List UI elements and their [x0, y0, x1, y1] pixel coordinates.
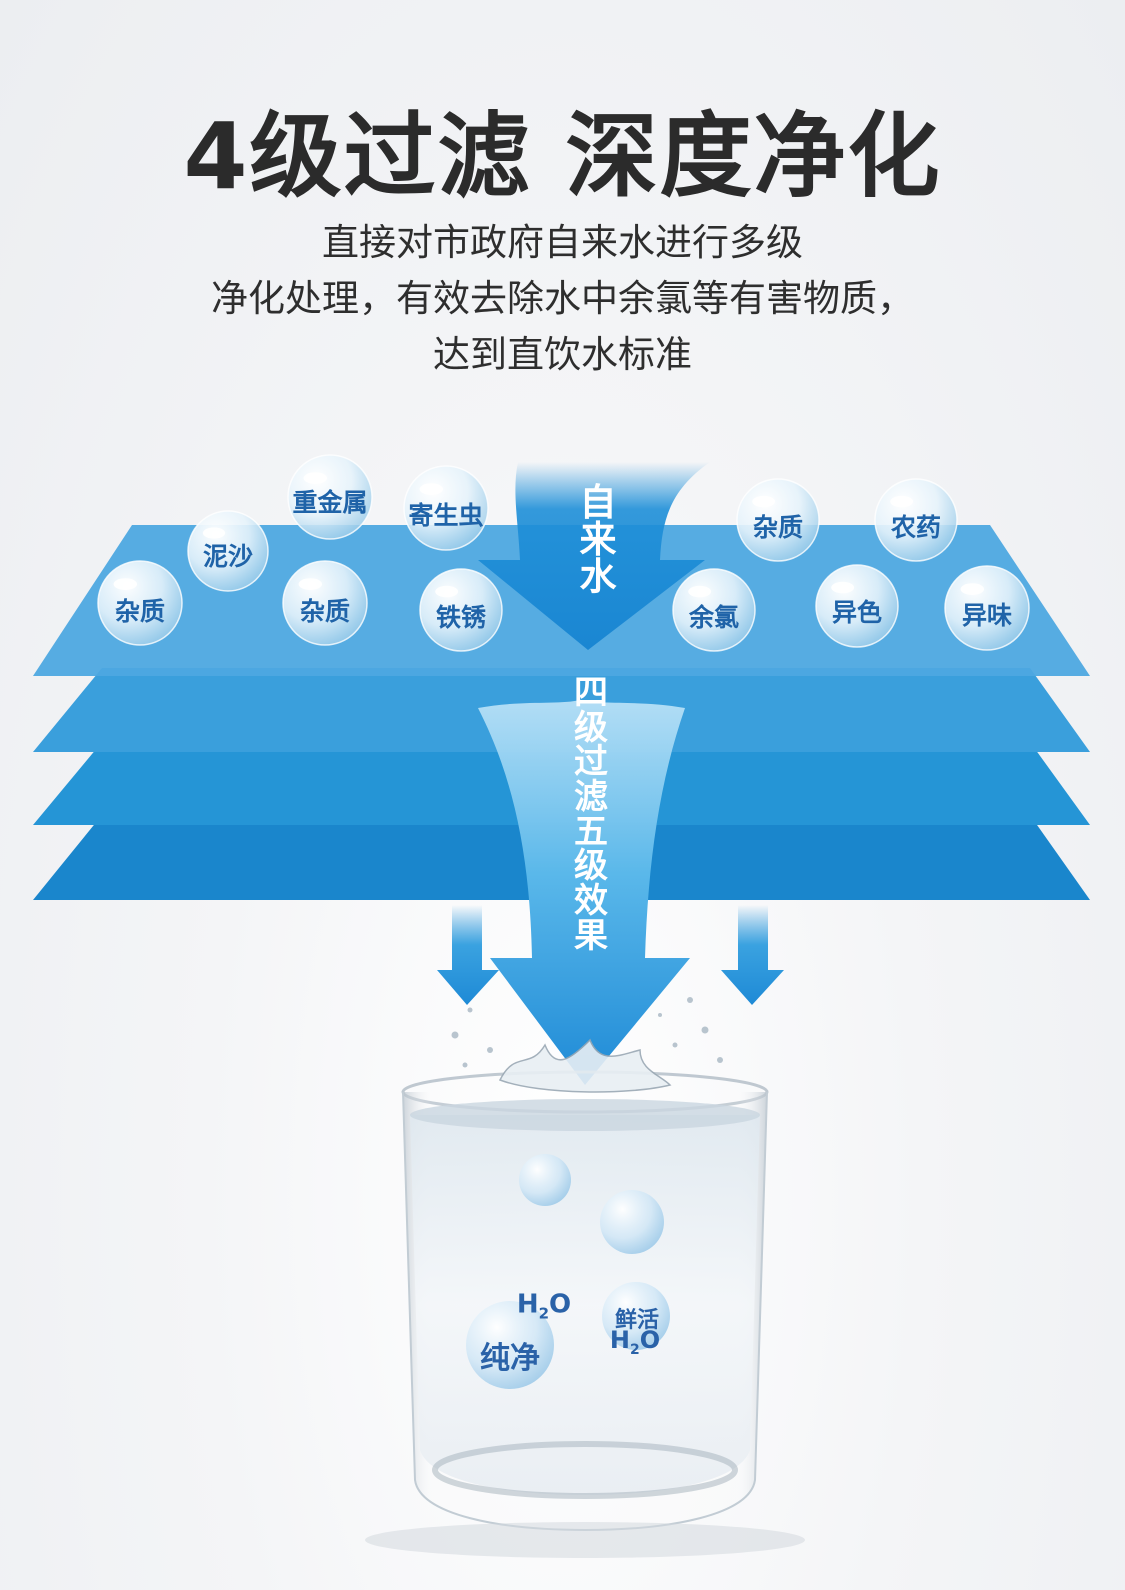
impurity-impurity-2: 杂质: [299, 597, 351, 626]
impurity-bubbles: [97, 454, 1030, 652]
left-side-arrow: [437, 905, 499, 1005]
impurity-pesticide: 农药: [890, 513, 942, 542]
top-arrow-char-3: 水: [579, 555, 617, 598]
bubble-highlight-6: [435, 585, 459, 598]
impurity-parasite: 寄生虫: [408, 501, 484, 530]
top-arrow-char-1: 自: [579, 481, 617, 524]
impurity-off-color: 异色: [831, 598, 883, 627]
impurity-off-odor: 异味: [961, 601, 1013, 630]
bubble-highlight-1: [303, 472, 328, 484]
right-side-arrow: [721, 905, 784, 1005]
impurity-impurity-3: 杂质: [752, 513, 804, 542]
bubble-highlight-8: [890, 495, 914, 508]
bubble-highlight-5: [298, 578, 323, 590]
top-arrow: [478, 462, 710, 650]
fresh-h2o-h: H: [609, 1326, 630, 1355]
description-line-3: 达到直饮水标准: [433, 333, 692, 376]
middle-arrow-char-6: 级: [574, 846, 608, 887]
bubble-highlight-3: [202, 527, 226, 539]
middle-arrow-label: 四 级 过 滤 五 级 效 果: [570, 676, 612, 953]
glass-bubble-1: [519, 1154, 571, 1206]
bubble-highlight-7: [752, 495, 776, 508]
glass-bubble-fresh: [602, 1282, 670, 1350]
description-line-1: 直接对市政府自来水进行多级: [322, 221, 803, 264]
middle-arrow: [478, 700, 690, 1085]
bubble-highlight-4: [113, 578, 138, 590]
h2o-h: H: [516, 1289, 539, 1320]
middle-arrow-char-1: 四: [574, 673, 608, 713]
bubble-highlight-11: [960, 583, 985, 595]
middle-arrow-char-8: 果: [574, 915, 608, 956]
middle-arrow-char-3: 过: [574, 742, 608, 783]
fresh-h2o-sub: 2: [629, 1341, 640, 1358]
impurity-rust: 铁锈: [435, 603, 487, 632]
top-arrow-label: 自 来 水: [573, 484, 623, 595]
impurity-heavy-metal: 重金属: [292, 488, 368, 517]
middle-arrow-char-5: 五: [574, 811, 608, 852]
impurity-sediment: 泥沙: [202, 542, 254, 571]
middle-arrow-char-7: 效: [574, 881, 608, 922]
page-title: 4级过滤 深度净化: [183, 103, 942, 210]
h2o-label: H2O: [517, 1289, 571, 1322]
fresh-label: 鲜活: [614, 1308, 660, 1333]
impurity-impurity-1: 杂质: [114, 597, 166, 626]
bubble-highlight-9: [688, 585, 712, 598]
water-glass: [365, 997, 805, 1558]
impurity-residual-chlorine: 余氯: [688, 603, 740, 632]
top-arrow-char-2: 来: [579, 518, 617, 561]
description-line-2: 净化处理，有效去除水中余氯等有害物质，: [211, 277, 914, 320]
middle-arrow-char-2: 级: [574, 707, 608, 748]
h2o-sub: 2: [538, 1304, 550, 1323]
bubble-highlight-10: [831, 581, 855, 594]
pure-label: 纯净: [480, 1341, 540, 1376]
glass-bubble-2: [600, 1190, 664, 1254]
middle-arrow-char-4: 滤: [574, 777, 608, 818]
fresh-h2o-o: O: [639, 1326, 661, 1355]
bubble-highlight-2: [419, 483, 444, 495]
h2o-o: O: [549, 1289, 572, 1320]
fresh-h2o-label: H2O: [610, 1326, 660, 1358]
glass-bubble-pure: [466, 1301, 554, 1389]
